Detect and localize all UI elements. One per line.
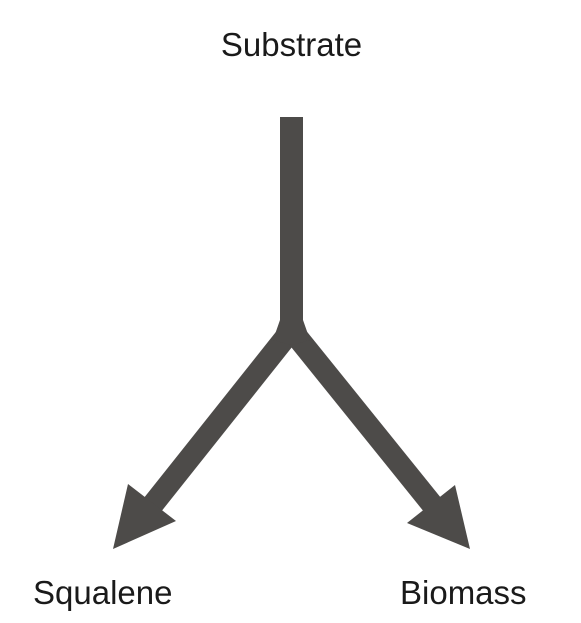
branch-to-squalene — [141, 323, 301, 515]
stem-line — [280, 117, 303, 325]
junction — [273, 320, 310, 345]
squalene-label: Squalene — [33, 574, 173, 611]
branch-to-biomass — [282, 323, 444, 515]
substrate-label: Substrate — [220, 26, 363, 63]
arrowhead-biomass — [407, 485, 470, 549]
arrowhead-squalene — [113, 484, 176, 549]
biomass-label: Biomass — [400, 574, 527, 611]
